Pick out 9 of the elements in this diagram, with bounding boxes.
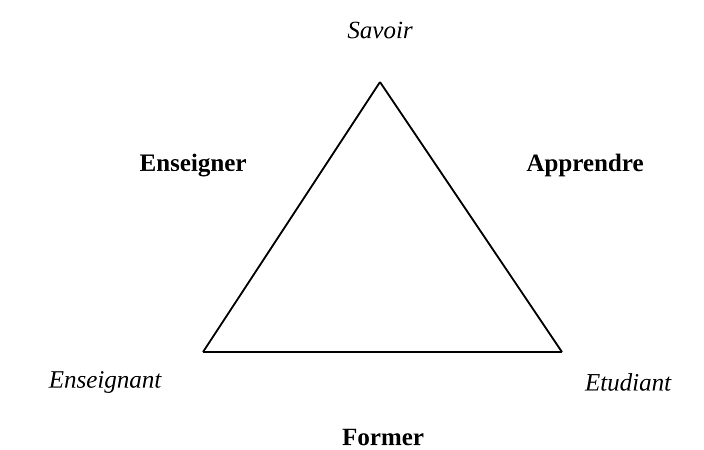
edge-label: Enseigner bbox=[140, 154, 246, 176]
triangle-side bbox=[379, 81, 563, 353]
triangle-side bbox=[203, 351, 562, 353]
vertex-label: Savoir bbox=[348, 22, 413, 38]
edge-label: Apprendre bbox=[526, 154, 643, 176]
vertex-label: Etudiant bbox=[584, 373, 672, 391]
triangle-side bbox=[202, 81, 381, 353]
vertex-label: Enseignant bbox=[48, 371, 162, 393]
edge-label: Former bbox=[342, 428, 424, 446]
